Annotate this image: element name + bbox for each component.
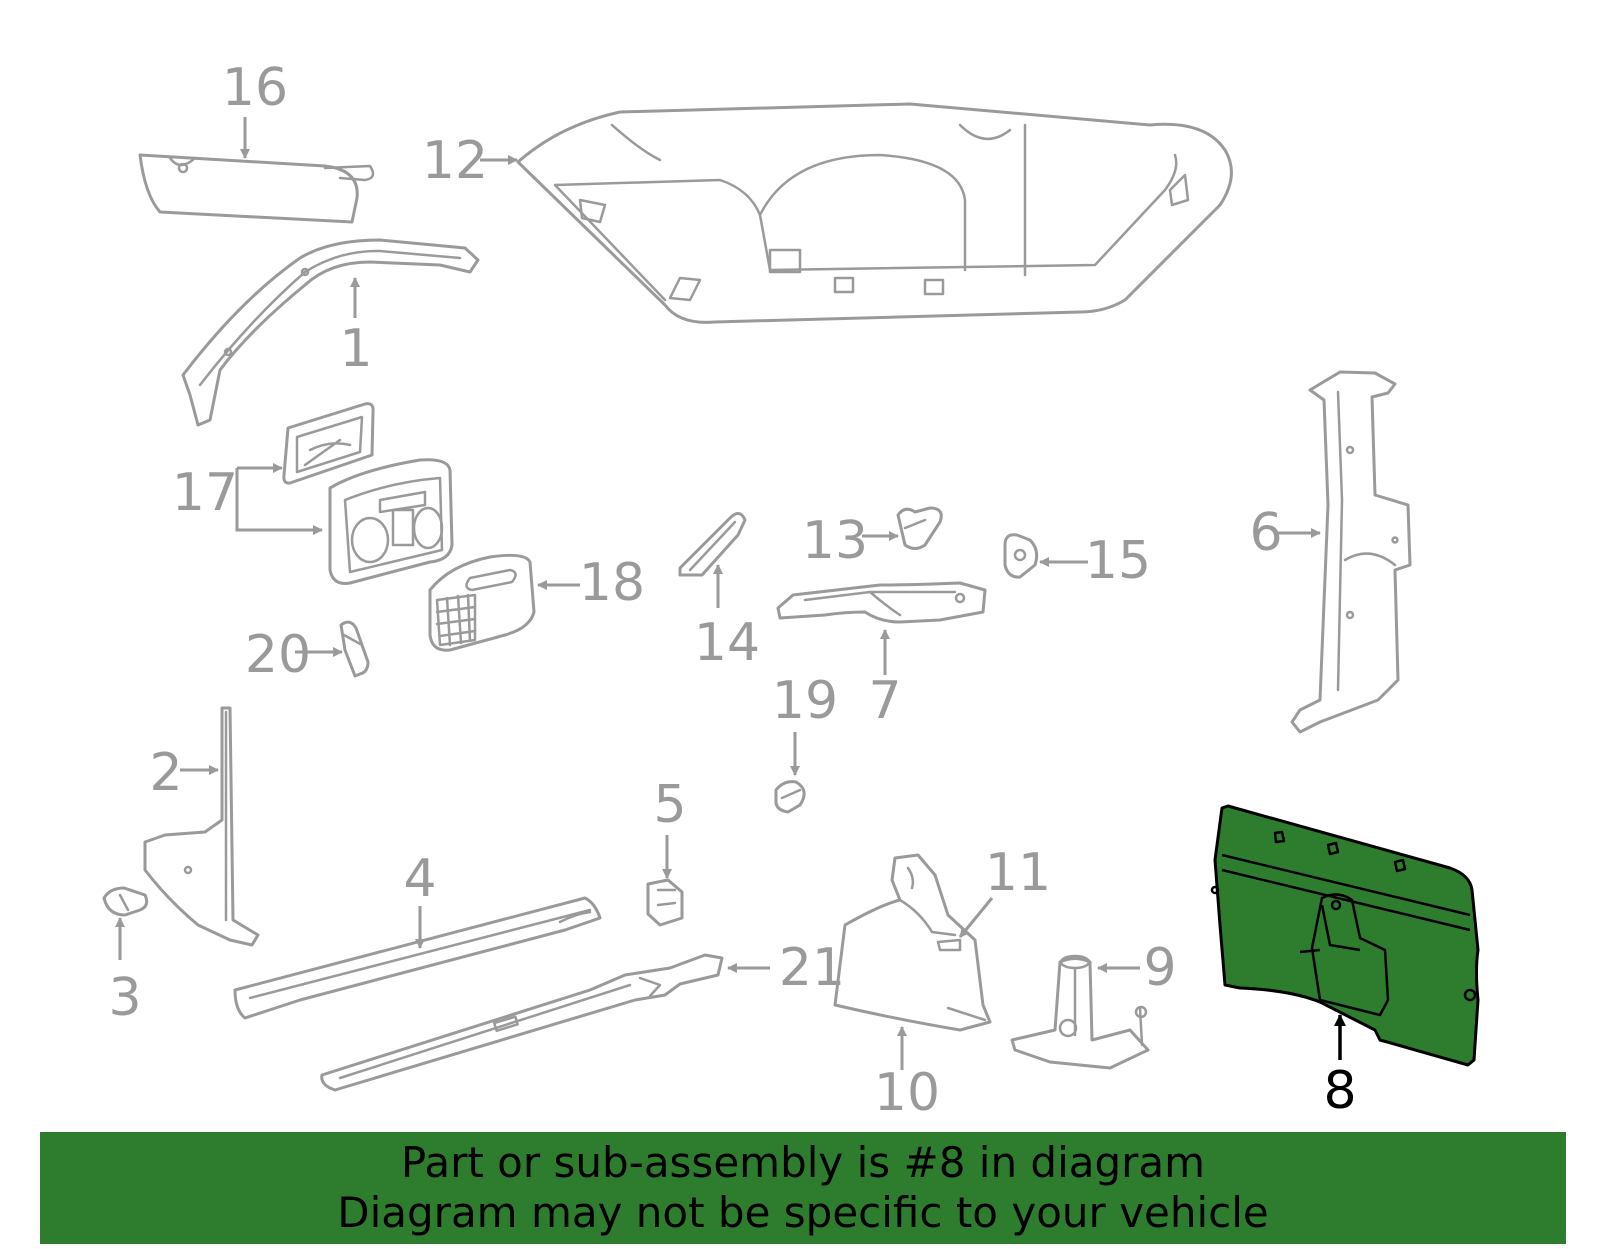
callout-4: 4: [403, 849, 436, 909]
part-17-console-assembly: [282, 402, 454, 585]
callout-6: 6: [1249, 503, 1282, 563]
callout-14: 14: [694, 613, 760, 673]
callout-10: 10: [874, 1063, 940, 1123]
part-2-lower-pillar-trim: [143, 706, 260, 947]
callout-16: 16: [222, 58, 288, 118]
part-14-grab-handle: [678, 512, 747, 577]
part-6-pillar-trim: [1290, 370, 1412, 734]
part-4-sill-plate: [233, 896, 602, 1020]
callout-20: 20: [245, 625, 311, 685]
callout-9: 9: [1143, 938, 1176, 998]
callout-17: 17: [172, 463, 238, 523]
callout-3: 3: [108, 968, 141, 1028]
part-18-lamp-lens: [428, 553, 536, 652]
callout-7: 7: [868, 671, 901, 731]
part-10-seat-belt-cover: [833, 853, 992, 1032]
callout-8: 8: [1323, 1061, 1356, 1121]
part-5-clip: [646, 878, 684, 927]
part-8-back-panel-trim: [1210, 804, 1480, 1067]
part-9-retractor-bracket: [1010, 954, 1150, 1070]
part-15-clip: [1003, 533, 1039, 579]
banner-line-1: Part or sub-assembly is #8 in diagram: [400, 1138, 1206, 1187]
callout-13: 13: [802, 511, 868, 571]
callout-19: 19: [772, 671, 838, 731]
callout-2: 2: [149, 743, 182, 803]
banner-line-2: Diagram may not be specific to your vehi…: [337, 1188, 1269, 1237]
leader-arrows: [115, 117, 1346, 1070]
part-7-trim-panel: [776, 581, 987, 624]
part-20-bulb: [339, 620, 370, 678]
part-16-sun-visor: [138, 153, 375, 224]
callout-21: 21: [779, 938, 845, 998]
callout-labels: 16 12 1 17 18 20 14 13 15 7 19 6 2 3 4 5…: [108, 58, 1356, 1123]
part-3-push-pin: [102, 886, 149, 917]
callout-1: 1: [339, 319, 372, 379]
part-19-bulb: [774, 780, 806, 814]
part-1-pillar-trim: [181, 238, 480, 427]
info-banner: Part or sub-assembly is #8 in diagram Di…: [40, 1132, 1566, 1244]
callout-12: 12: [422, 131, 488, 191]
part-13-clip: [896, 506, 943, 550]
callout-11: 11: [985, 843, 1051, 903]
callout-18: 18: [579, 553, 645, 613]
part-21-scuff-plate: [320, 953, 724, 1092]
callout-5: 5: [653, 775, 686, 835]
callout-15: 15: [1085, 531, 1151, 591]
part-12-headliner: [516, 102, 1233, 324]
